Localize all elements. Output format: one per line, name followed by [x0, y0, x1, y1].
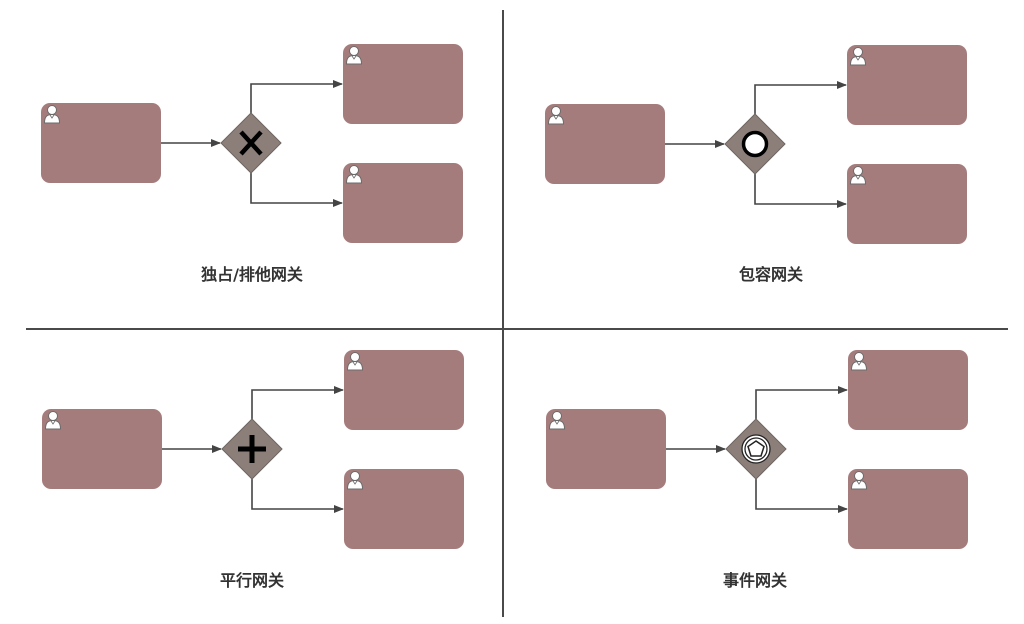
quadrant-exclusive: 独占/排他网关 [41, 44, 463, 284]
upper-target-task[interactable] [344, 350, 464, 430]
lower-target-task[interactable] [344, 469, 464, 549]
pentagon-icon [741, 434, 771, 464]
source-task[interactable] [546, 409, 666, 489]
upper-target-task[interactable] [343, 44, 463, 124]
upper-target-task[interactable] [848, 350, 968, 430]
caption-event: 事件网关 [723, 571, 787, 590]
caption-parallel: 平行网关 [220, 571, 284, 590]
source-task[interactable] [545, 104, 665, 184]
quadrant-event: 事件网关 [546, 350, 968, 590]
connector-upper-branch [251, 386, 344, 419]
lower-target-task[interactable] [848, 469, 968, 549]
plus-icon [238, 435, 266, 463]
connector-lower-branch [250, 173, 343, 207]
connector-upper-branch [754, 81, 847, 114]
lower-target-task[interactable] [847, 164, 967, 244]
caption-exclusive: 独占/排他网关 [201, 265, 303, 284]
source-task[interactable] [42, 409, 162, 489]
quadrant-inclusive: 包容网关 [545, 45, 967, 284]
connector-lower-branch [754, 174, 847, 208]
caption-inclusive: 包容网关 [739, 265, 803, 284]
inclusive-gateway[interactable] [724, 113, 786, 175]
connector-lower-branch [755, 479, 848, 513]
connector-upper-branch [755, 386, 848, 419]
quadrant-parallel: 平行网关 [42, 350, 464, 590]
exclusive-gateway[interactable] [220, 112, 282, 174]
parallel-gateway[interactable] [221, 418, 283, 480]
source-task[interactable] [41, 103, 161, 183]
event-gateway[interactable] [725, 418, 787, 480]
circle-icon [741, 130, 769, 158]
x-cross-icon [239, 130, 263, 156]
connector-lower-branch [251, 479, 344, 513]
connector-upper-branch [250, 80, 343, 113]
upper-target-task[interactable] [847, 45, 967, 125]
lower-target-task[interactable] [343, 163, 463, 243]
